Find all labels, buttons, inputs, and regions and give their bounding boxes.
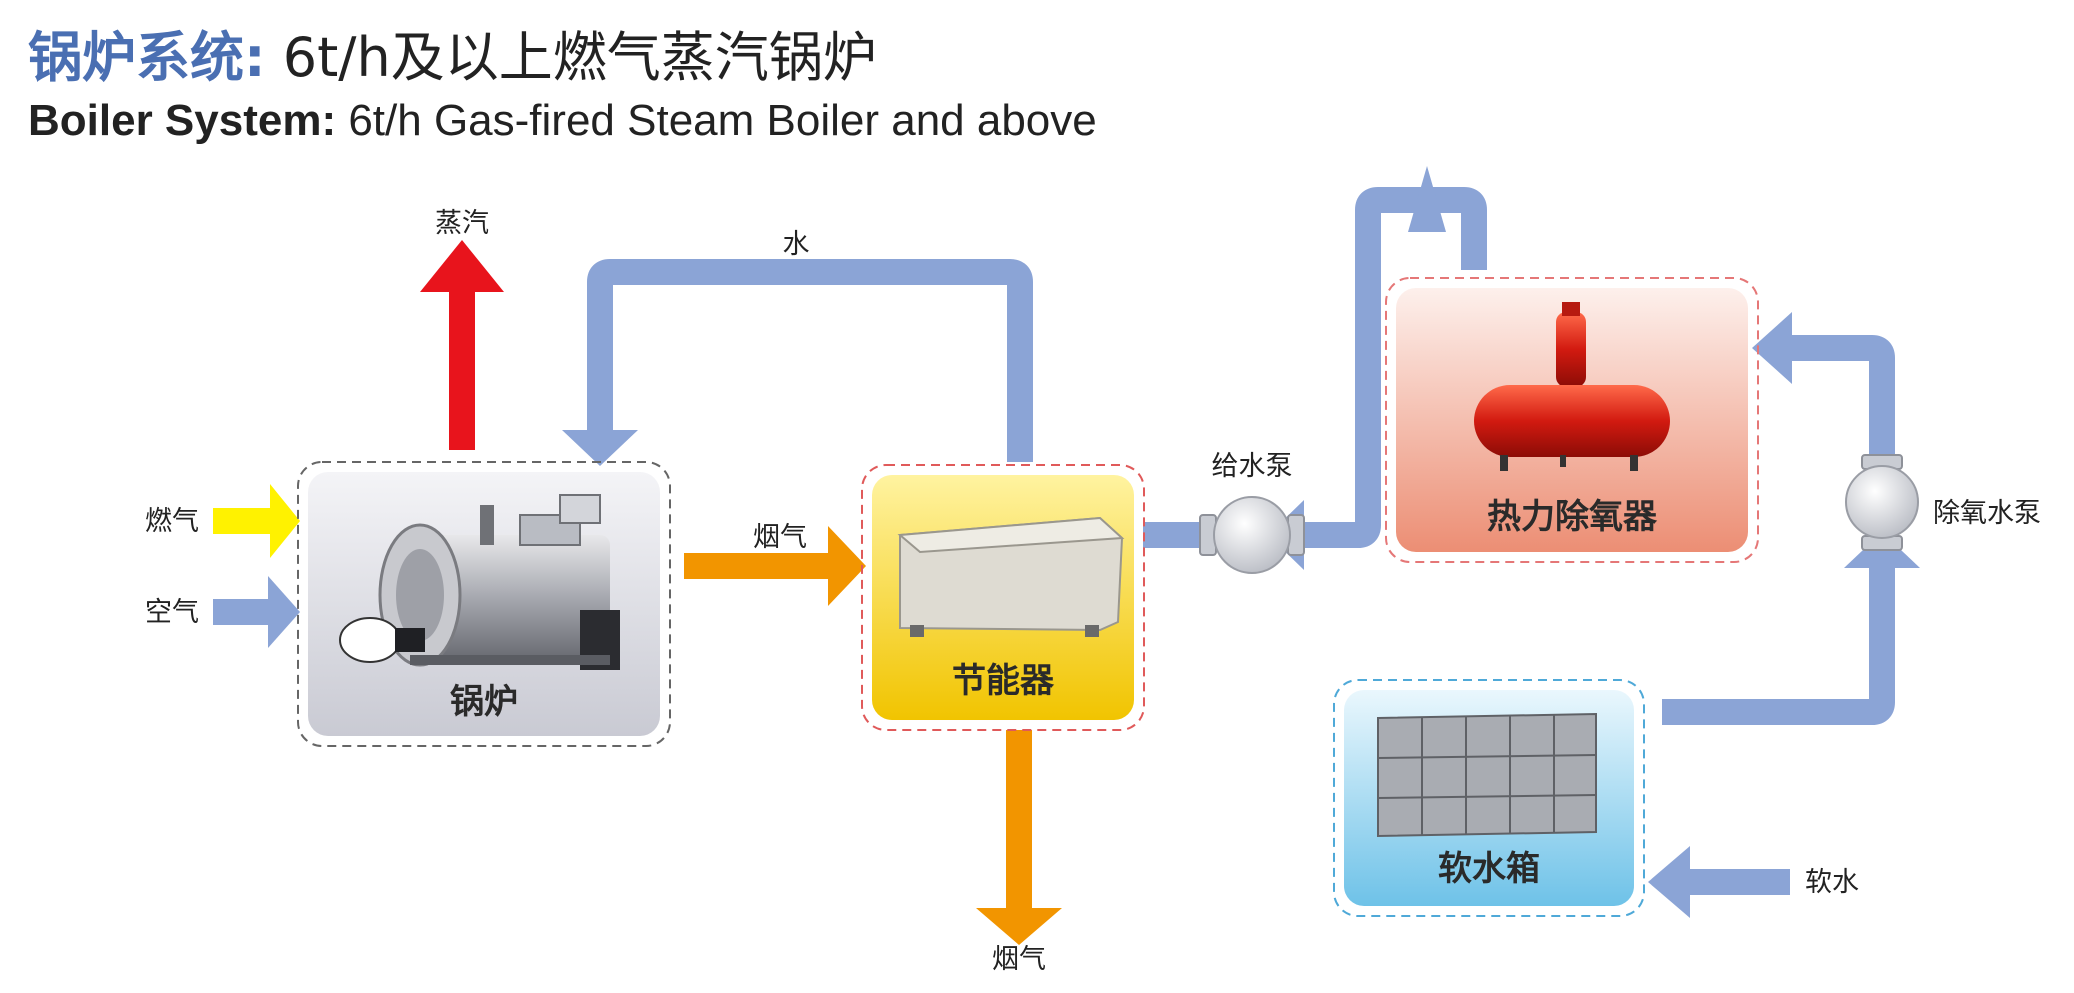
- economizer-label: 节能器: [952, 661, 1055, 701]
- water-pipe-economizer-to-boiler: [587, 259, 1033, 462]
- steam-arrowhead: [420, 240, 504, 292]
- arrowhead-air: [268, 576, 300, 648]
- page-title-en: Boiler System: 6t/h Gas-fired Steam Boil…: [28, 95, 1097, 147]
- arrowhead-soft-water: [1648, 846, 1690, 918]
- flue-gas-in-shaft: [684, 553, 830, 579]
- fuel-gas-shaft: [213, 508, 273, 534]
- soft-water-tank-node: 软水箱: [1333, 679, 1645, 917]
- soft-water-label: 软水: [1805, 867, 1859, 898]
- fuel-gas-arrowhead: [270, 484, 300, 558]
- flue-gas-in-arrowhead: [828, 526, 866, 606]
- feed-pump-label: 给水泵: [1212, 451, 1293, 482]
- air-label: 空气: [145, 597, 199, 628]
- boiler-illustration: [339, 494, 620, 670]
- economizer-illustration: [897, 516, 1125, 637]
- page-title-zh-prefix: 锅炉系统:: [28, 26, 266, 89]
- water-label: 水: [783, 229, 810, 260]
- economizer-node: 节能器: [861, 464, 1145, 731]
- arrowhead-water-up: [1408, 166, 1446, 232]
- page-title-en-rest: 6t/h Gas-fired Steam Boiler and above: [336, 96, 1097, 145]
- flue-gas-out-arrowhead: [976, 908, 1062, 945]
- arrowhead-water-to-deaerator: [1752, 312, 1792, 384]
- boiler-node: 锅炉: [297, 461, 671, 747]
- fuel-gas-arrow: [213, 484, 300, 558]
- flue-gas-in-label: 烟气: [753, 522, 807, 553]
- water-pipe-feed-pump-to-deaerator: [1304, 187, 1487, 548]
- flue-gas-out-label: 烟气: [992, 944, 1046, 975]
- flue-gas-arrows: [684, 526, 1062, 945]
- water-pipe-tank-to-deaerator-pump: [1662, 550, 1895, 725]
- deaerator-pump: [1845, 454, 1919, 551]
- soft-water-tank-illustration: [1377, 712, 1597, 838]
- deaerator-node: 热力除氧器: [1385, 277, 1759, 563]
- water-pipe-deaerator-pump-to-deaerator: [1792, 335, 1895, 455]
- deaerator-pump-label: 除氧水泵: [1933, 498, 2041, 529]
- feed-pump: [1199, 496, 1305, 574]
- flue-gas-out-shaft: [1006, 730, 1032, 910]
- page-title-zh: 锅炉系统: 6t/h及以上燃气蒸汽锅炉: [28, 28, 877, 88]
- steam-label: 蒸汽: [435, 208, 489, 239]
- page-title-en-prefix: Boiler System:: [28, 96, 337, 145]
- steam-shaft: [449, 290, 475, 450]
- steam-arrow: [420, 240, 504, 450]
- page-title-zh-rest: 6t/h及以上燃气蒸汽锅炉: [265, 26, 877, 89]
- boiler-label: 锅炉: [450, 682, 518, 722]
- arrowhead-water-to-boiler: [562, 430, 638, 466]
- soft-water-tank-label: 软水箱: [1438, 849, 1540, 889]
- deaerator-illustration: [1474, 302, 1670, 471]
- fuel-gas-label: 燃气: [145, 506, 199, 537]
- deaerator-label: 热力除氧器: [1487, 497, 1658, 537]
- water-pipes: [213, 187, 1895, 895]
